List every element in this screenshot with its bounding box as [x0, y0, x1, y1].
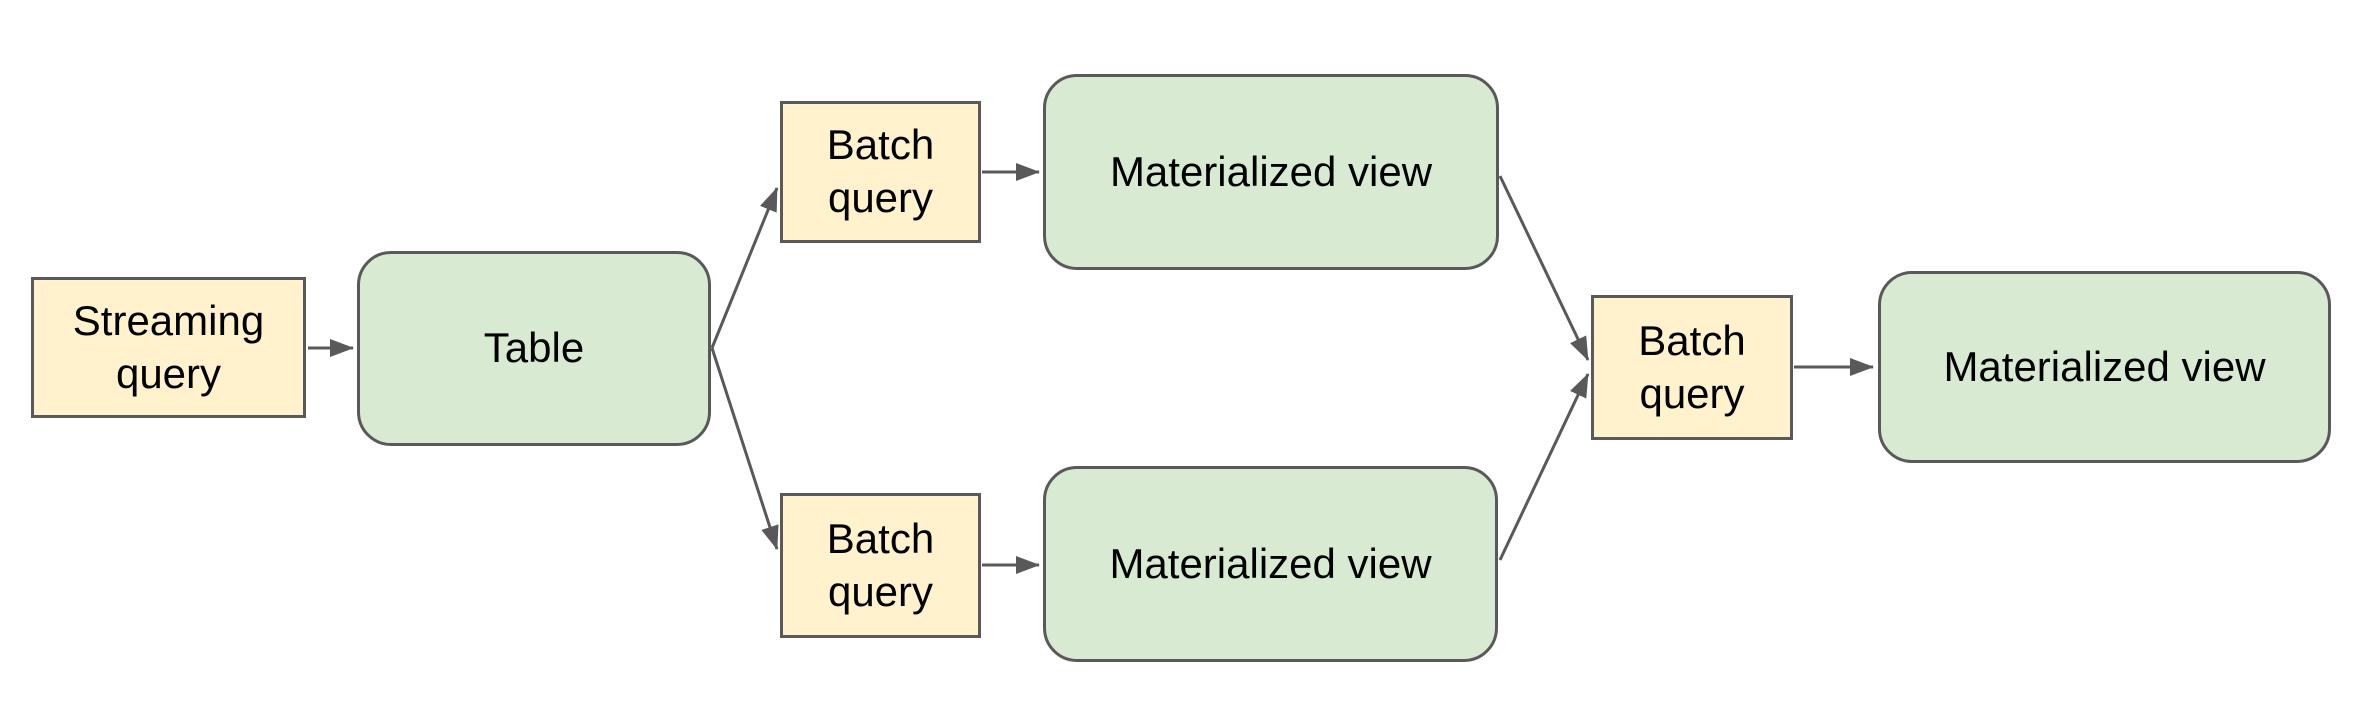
node-label-materialized-view-top: Materialized view	[1109, 147, 1433, 195]
node-batch-query-top: Batch query	[780, 101, 981, 243]
edge-materialized-view-bottom-to-batch-query-right	[1498, 373, 1590, 561]
node-label-materialized-view-right: Materialized view	[1943, 342, 2266, 390]
node-materialized-view-right: Materialized view	[1878, 271, 2331, 463]
node-label-table: Table	[483, 324, 585, 372]
edge-materialized-view-top-to-batch-query-right	[1498, 175, 1590, 361]
node-batch-query-bottom: Batch query	[780, 493, 981, 638]
node-label-batch-query-bottom: Batch query	[826, 514, 935, 615]
edge-table-to-batch-query-bottom	[710, 347, 779, 550]
edge-table-to-batch-query-top	[710, 187, 779, 349]
node-streaming-query: Streaming query	[31, 277, 306, 418]
node-materialized-view-top: Materialized view	[1043, 74, 1499, 270]
node-batch-query-right: Batch query	[1591, 295, 1793, 440]
node-table: Table	[357, 251, 711, 446]
node-label-materialized-view-bottom: Materialized view	[1109, 539, 1432, 587]
node-label-batch-query-top: Batch query	[826, 121, 935, 221]
node-label-batch-query-right: Batch query	[1638, 316, 1746, 417]
node-label-streaming-query: Streaming query	[72, 296, 265, 397]
node-materialized-view-bottom: Materialized view	[1043, 466, 1498, 662]
